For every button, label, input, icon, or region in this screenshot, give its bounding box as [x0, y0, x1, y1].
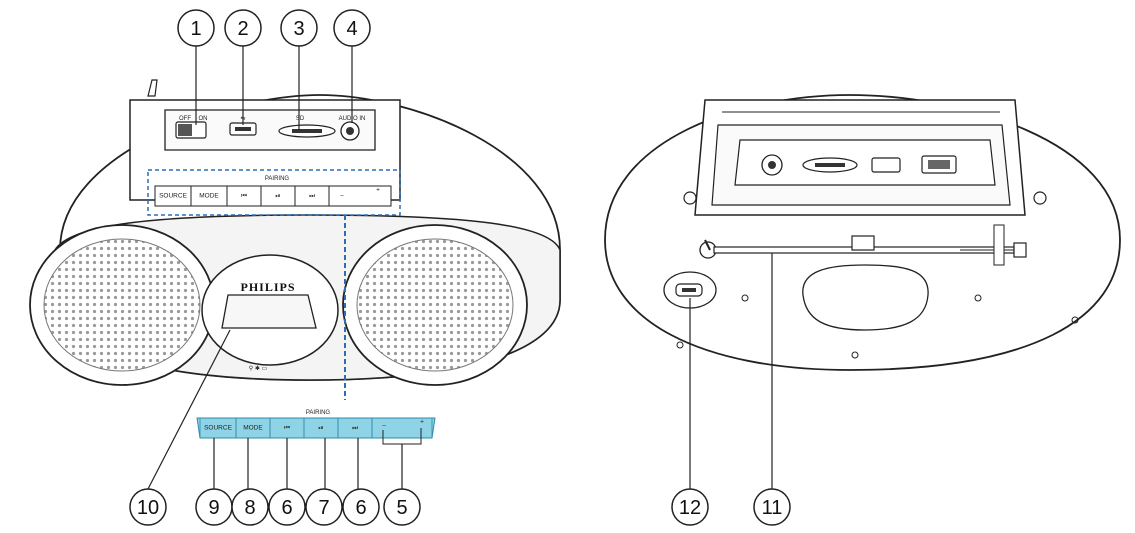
svg-text:6: 6: [281, 497, 292, 519]
sd-slot[interactable]: [278, 124, 336, 138]
volume-button[interactable]: [328, 185, 392, 207]
svg-text:4: 4: [346, 18, 357, 40]
svg-text:5: 5: [396, 497, 407, 519]
left-speaker: [29, 224, 215, 386]
zoom-mode-label: MODE: [243, 425, 263, 432]
callouts: 1 2 3 4 10 9 8 6 7 6 5 12 11: [129, 9, 791, 526]
svg-text:1: 1: [190, 18, 201, 40]
zoom-panel: PAIRING SOURCE MODE ⏮ ⏯ ⏭ − +: [196, 410, 436, 445]
brand-logo: PHILIPS: [240, 280, 295, 294]
callout-1: 1: [177, 9, 215, 47]
zoom-play-icon: ⏯: [318, 425, 323, 432]
right-speaker: [342, 224, 528, 386]
zoom-source-label: SOURCE: [204, 425, 232, 432]
zoom-plus-icon: +: [420, 419, 424, 426]
callout-6b: 6: [342, 488, 380, 526]
ac-power-socket[interactable]: [663, 271, 717, 309]
display-window: [201, 254, 339, 366]
source-button-label: SOURCE: [159, 193, 187, 200]
svg-text:12: 12: [679, 497, 701, 519]
zoom-minus-icon: −: [382, 423, 386, 430]
zoom-pairing-label: PAIRING: [306, 410, 331, 416]
media-logos: ⚲ ✱ ▭: [249, 365, 268, 372]
svg-text:9: 9: [208, 497, 219, 519]
front-button-strip: SOURCE MODE ⏮ ⏯ ⏭ − +: [154, 185, 392, 207]
svg-text:6: 6: [355, 497, 366, 519]
svg-text:8: 8: [244, 497, 255, 519]
callout-8: 8: [231, 488, 269, 526]
callout-5: 5: [383, 488, 421, 526]
on-label: ON: [199, 116, 208, 122]
svg-text:3: 3: [293, 18, 304, 40]
callout-2: 2: [224, 9, 262, 47]
mode-button-label: MODE: [199, 193, 219, 200]
off-label: OFF: [179, 116, 191, 122]
prev-icon: ⏮: [241, 193, 247, 200]
zoom-next-icon: ⏭: [352, 425, 358, 432]
svg-text:7: 7: [318, 497, 329, 519]
svg-text:10: 10: [137, 497, 159, 519]
pairing-label: PAIRING: [265, 176, 290, 182]
front-view: OFF ON ⇋ SD AUDIO IN PAIRING SOURCE MODE…: [29, 79, 561, 400]
leader-lines: [147, 46, 773, 490]
callout-7: 7: [305, 488, 343, 526]
audio-in-jack[interactable]: [340, 121, 360, 141]
zoom-volume-button[interactable]: [371, 417, 433, 439]
svg-text:11: 11: [762, 497, 783, 519]
callout-11: 11: [753, 488, 791, 526]
button-strip-highlight: [147, 169, 401, 216]
power-switch[interactable]: [175, 121, 207, 139]
svg-text:2: 2: [237, 18, 248, 40]
next-icon: ⏭: [309, 193, 315, 200]
callout-10: 10: [129, 488, 167, 526]
callout-12: 12: [671, 488, 709, 526]
zoom-prev-icon: ⏮: [284, 425, 290, 432]
minus-icon: −: [340, 193, 344, 200]
back-view: [604, 94, 1121, 371]
fm-antenna: [699, 224, 1027, 266]
sd-label: SD: [296, 116, 305, 122]
plus-icon: +: [376, 187, 380, 194]
callout-4: 4: [333, 9, 371, 47]
callout-6a: 6: [268, 488, 306, 526]
play-pause-icon: ⏯: [275, 193, 280, 200]
callout-3: 3: [280, 9, 318, 47]
callout-9: 9: [195, 488, 233, 526]
